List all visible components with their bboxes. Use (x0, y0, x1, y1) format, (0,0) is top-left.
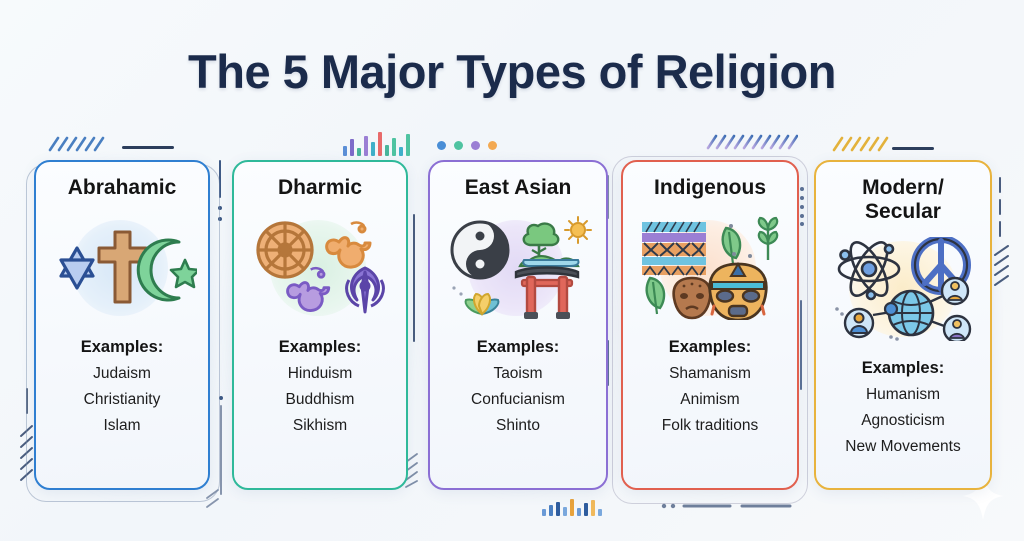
speck-dots-icon (452, 286, 463, 296)
examples-label-1: Examples: (80, 338, 164, 356)
person-icon (942, 314, 972, 342)
sparkle-icon (960, 470, 1006, 527)
globe-network-icon (835, 276, 972, 342)
leaf-icon (721, 226, 742, 265)
examples-label-5: Examples: (861, 359, 945, 378)
cross-icon (97, 230, 148, 304)
example-item: Folk traditions (661, 417, 759, 434)
lotus-icon (464, 292, 500, 316)
gap-line-2 (413, 214, 415, 342)
card-dharmic[interactable]: Dharmic (226, 154, 414, 496)
examples-label-2: Examples: (278, 338, 362, 356)
card-east-asian[interactable]: East Asian (422, 154, 614, 496)
card-icons-indigenous (634, 214, 786, 322)
card-glow-3 (422, 154, 614, 496)
examples-label-3: Examples: (476, 338, 560, 356)
gap-line-4 (800, 300, 802, 390)
om-icon (286, 266, 331, 312)
tribal-mask-icon (672, 276, 712, 320)
gap-line-3 (607, 175, 609, 219)
gap-line-3b (607, 340, 609, 386)
card-title-abrahamic: Abrahamic (67, 176, 177, 199)
speck-dots-icon (729, 224, 752, 258)
gap-line-1-lower (220, 405, 222, 495)
card-title-indigenous: Indigenous (654, 176, 766, 199)
person-icon (843, 307, 875, 339)
tree-landscape-icon (518, 222, 580, 268)
horizontal-rule-dark (122, 146, 174, 149)
diagonal-hatch-gradient-icon (706, 134, 798, 150)
gap-line-1 (219, 160, 221, 198)
om-icon (325, 221, 372, 269)
card-modern-secular[interactable]: Modern/ Secular (808, 154, 998, 496)
atom-icon (837, 241, 901, 301)
example-item: Christianity (83, 391, 161, 408)
example-item: Buddhism (285, 391, 355, 408)
outer-frame-card-4 (612, 156, 808, 504)
mini-bar-chart-colored (343, 132, 410, 156)
bottom-rule-group (660, 498, 810, 516)
example-item: Agnosticism (861, 412, 945, 430)
card-title-east-asian: East Asian (464, 176, 572, 199)
card-icons-modern-secular (827, 235, 979, 343)
crescent-star-icon (136, 238, 197, 302)
card-title-dharmic: Dharmic (277, 176, 363, 199)
card-icons-east-asian (442, 214, 594, 322)
gap-dot-1b (218, 217, 222, 221)
card-indigenous[interactable]: Indigenous (615, 154, 805, 496)
yin-yang-icon (450, 220, 510, 280)
leaf-icon (645, 276, 666, 315)
examples-label-4: Examples: (668, 338, 752, 356)
example-item: Judaism (93, 365, 151, 382)
gap-dots-4 (799, 186, 805, 231)
example-item: Sikhism (292, 417, 348, 434)
right-edge-dashes (996, 176, 1004, 243)
card-glow-1 (28, 154, 216, 496)
horizontal-rule-dark-right (892, 147, 934, 150)
example-item: Hinduism (287, 365, 353, 382)
plant-icon (757, 216, 779, 260)
dharma-wheel-icon (256, 221, 314, 279)
example-item: Animism (680, 391, 740, 408)
example-item: Taoism (493, 365, 543, 382)
gap-dot-1a (218, 206, 222, 210)
example-item: Islam (103, 417, 141, 434)
example-item: Humanism (865, 386, 941, 404)
card-glow-2 (226, 154, 414, 496)
diagonal-hatch-blue-icon (48, 136, 110, 152)
card-title-modern-secular: Modern/ Secular (862, 176, 944, 223)
card-abrahamic[interactable]: Abrahamic Examples: Judai (28, 154, 216, 496)
sun-icon (564, 216, 592, 244)
example-item: Confucianism (471, 391, 565, 408)
page-title: The 5 Major Types of Religion (188, 45, 836, 98)
dot-row-colored (437, 141, 497, 150)
card-icons-abrahamic (46, 214, 198, 322)
speck-dots-icon (835, 307, 899, 341)
torii-gate-icon (514, 266, 580, 319)
tribal-pattern-icon (642, 221, 706, 276)
gap-dot-1c (219, 396, 223, 400)
khanda-icon (345, 266, 385, 314)
cards-container: Abrahamic Examples: Judai (0, 154, 1024, 504)
diagonal-hatch-slate-right-icon (992, 244, 1012, 293)
diagonal-hatch-gold-icon (832, 136, 894, 152)
diagonal-hatch-slate-left-icon (18, 424, 36, 487)
card-icons-dharmic (244, 214, 396, 322)
left-edge-dash (26, 388, 28, 414)
example-item: Shamanism (669, 365, 751, 382)
tribal-mask-icon (708, 262, 768, 320)
example-item: Shinto (496, 417, 540, 434)
example-item: New Movements (845, 438, 961, 456)
card-glow-4 (615, 154, 805, 496)
star-of-david-icon (59, 246, 95, 290)
mini-bar-chart-blue-orange (542, 498, 602, 516)
person-icon (940, 276, 970, 306)
